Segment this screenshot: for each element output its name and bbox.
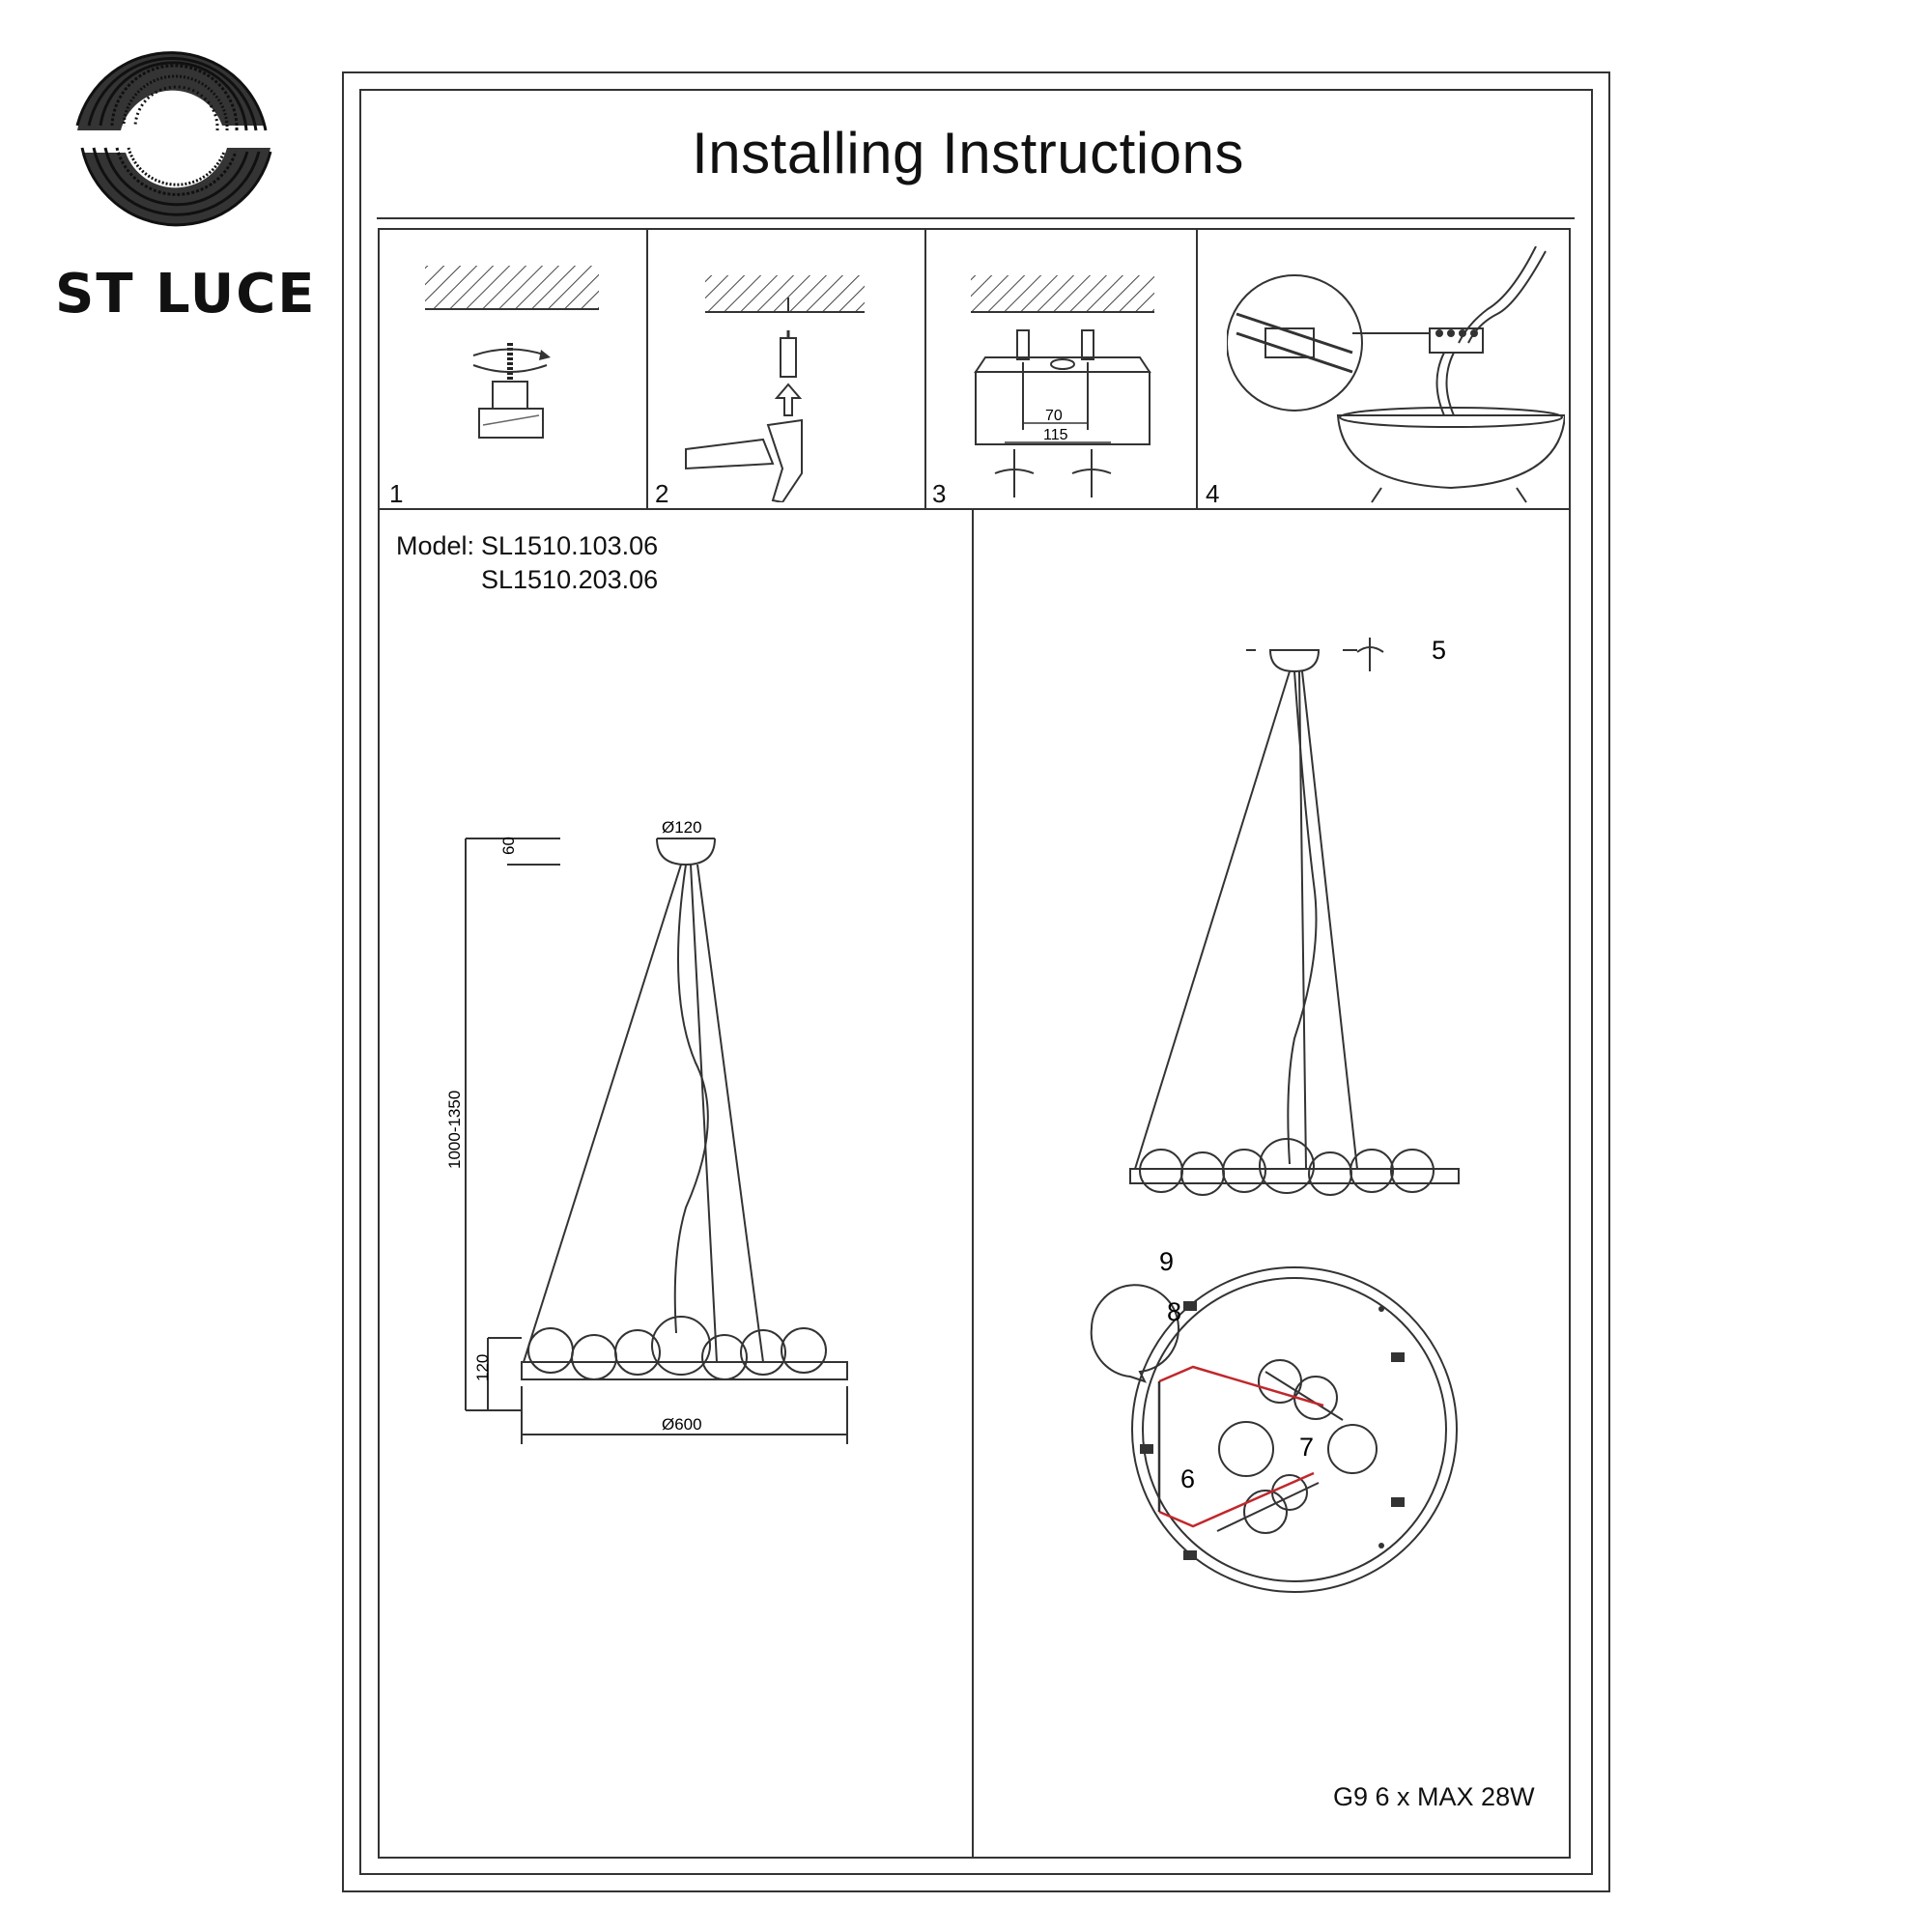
step-number: 2 — [655, 479, 669, 508]
step-number: 4 — [1206, 479, 1220, 508]
dimension-label: 60 — [499, 837, 518, 855]
model-label: Model: — [396, 531, 475, 560]
dimension-label: 1000-1350 — [445, 1091, 464, 1169]
inner-frame — [359, 89, 1593, 1875]
lamp-spec: G9 6 x MAX 28W — [1333, 1782, 1535, 1811]
outer-frame — [342, 71, 1610, 1892]
dimension-label: Ø600 — [662, 1415, 702, 1434]
hammer-illustration — [685, 275, 865, 502]
callout-label: 6 — [1180, 1464, 1195, 1493]
dimension-label: Ø120 — [662, 818, 702, 837]
drill-illustration — [425, 266, 599, 439]
page-title: Installing Instructions — [692, 121, 1244, 185]
dimension-label: 120 — [473, 1354, 492, 1381]
callout-label: 5 — [1432, 636, 1446, 665]
brand-name: ST LUCE — [55, 263, 317, 326]
step-number: 1 — [389, 479, 404, 508]
wiring-illustration — [1227, 246, 1565, 503]
mounting-plate-illustration: 70 115 — [971, 275, 1154, 497]
swirl-logo-icon — [75, 51, 272, 227]
title-divider — [377, 217, 1575, 219]
assembly-drawing: 5 6 7 8 9 — [1090, 636, 1460, 1593]
dimension-label: 70 — [1045, 408, 1063, 424]
callout-label: 9 — [1159, 1247, 1174, 1276]
callout-label: 7 — [1299, 1433, 1314, 1462]
dimension-label: 115 — [1043, 427, 1068, 443]
assembly-panel — [972, 508, 1571, 1859]
dimension-drawing: Ø120 60 1000-1350 120 Ø600 — [445, 818, 848, 1444]
step-number: 3 — [932, 479, 947, 508]
callout-label: 8 — [1167, 1297, 1181, 1326]
model-code: SL1510.203.06 — [481, 565, 659, 594]
model-code: SL1510.103.06 — [481, 531, 659, 560]
